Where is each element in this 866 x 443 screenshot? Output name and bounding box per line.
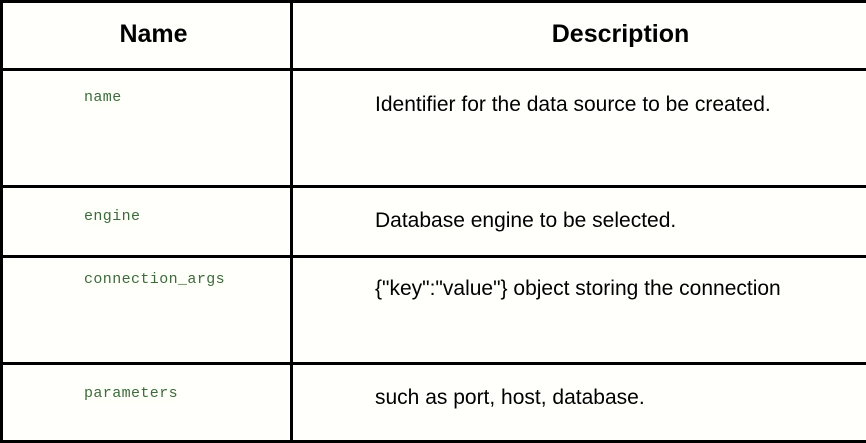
- table-row: connection_args {"key":"value"} object s…: [2, 257, 866, 364]
- cell-parameter-description: Identifier for the data source to be cre…: [292, 70, 866, 187]
- parameter-description-text: Identifier for the data source to be cre…: [293, 71, 866, 122]
- cell-parameter-description: such as port, host, database.: [292, 364, 866, 442]
- code-token-engine: engine: [84, 208, 140, 226]
- cell-parameter-name: connection_args: [2, 257, 292, 364]
- parameter-description-text: Database engine to be selected.: [293, 188, 866, 238]
- code-token-connection-args: connection_args: [84, 271, 225, 289]
- cell-parameter-description: Database engine to be selected.: [292, 187, 866, 257]
- parameter-description-text: such as port, host, database.: [293, 365, 866, 415]
- column-header-name: Name: [2, 2, 292, 70]
- table-header-row: Name Description: [2, 2, 866, 70]
- code-token-parameters: parameters: [84, 385, 178, 403]
- table-row: name Identifier for the data source to b…: [2, 70, 866, 187]
- cell-parameter-name: name: [2, 70, 292, 187]
- table-row: parameters such as port, host, database.: [2, 364, 866, 442]
- parameter-description-text: {"key":"value"} object storing the conne…: [293, 258, 866, 306]
- cell-parameter-name: engine: [2, 187, 292, 257]
- cell-parameter-description: {"key":"value"} object storing the conne…: [292, 257, 866, 364]
- cell-parameter-name: parameters: [2, 364, 292, 442]
- code-token-name: name: [84, 89, 122, 107]
- table-row: engine Database engine to be selected.: [2, 187, 866, 257]
- column-header-description: Description: [292, 2, 866, 70]
- column-header-description-label: Description: [293, 3, 866, 47]
- column-header-name-label: Name: [3, 3, 290, 47]
